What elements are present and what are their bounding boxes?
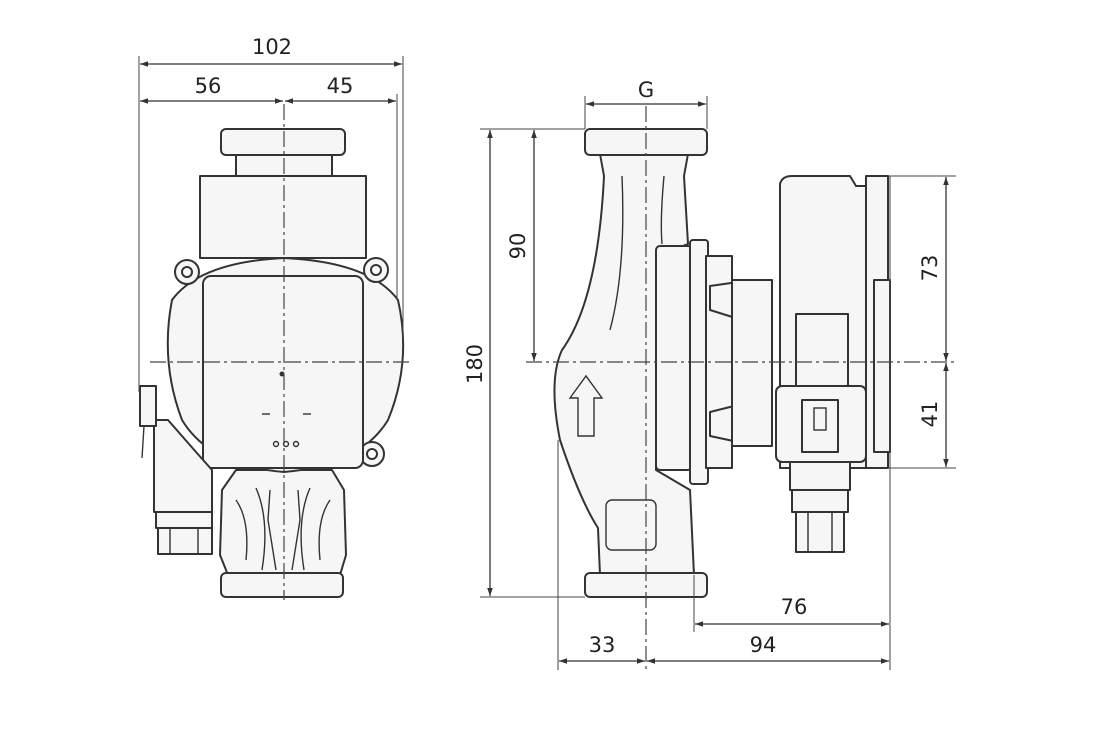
- front-panel-dot-3: [292, 440, 300, 448]
- front-cable-box: [153, 419, 213, 513]
- front-bottom-flange: [220, 572, 344, 598]
- front-body-rib-right: [300, 487, 331, 571]
- dim-label-overall-height: 180: [463, 344, 487, 384]
- side-body-arrow: [568, 374, 604, 437]
- side-gland-nut: [791, 489, 849, 513]
- dim-label-overall-depth: 94: [750, 633, 777, 657]
- front-lug-hole-top-right: [370, 264, 382, 276]
- dim-label-half-height: 90: [506, 233, 530, 260]
- front-gland-body: [157, 527, 213, 555]
- front-panel-dot-1: [272, 440, 280, 448]
- side-body-inner-curve: [609, 175, 665, 331]
- front-view: 102 56 45: [138, 35, 412, 600]
- side-housing-rib: [873, 279, 891, 453]
- front-body-center-rib: [267, 489, 301, 571]
- front-top-flange: [220, 128, 346, 156]
- dim-label-lower-height: 41: [918, 401, 942, 428]
- front-panel-led: [279, 371, 285, 377]
- side-view: G 180 90 73 41 76 33 94: [463, 78, 956, 670]
- front-body-rib-left: [235, 487, 266, 571]
- front-upper-housing: [199, 175, 367, 259]
- side-stator-flange: [655, 245, 693, 471]
- side-motor-neck: [731, 279, 773, 447]
- side-connector-latch: [813, 407, 827, 431]
- dim-label-right-half: 45: [327, 74, 354, 98]
- front-clip: [139, 385, 157, 427]
- dim-label-left-half: 56: [195, 74, 222, 98]
- side-cable-neck: [789, 461, 851, 491]
- front-gland-nut: [155, 511, 213, 529]
- dim-label-connection: G: [638, 78, 654, 102]
- dim-label-head-depth: 76: [781, 595, 808, 619]
- side-gland-body: [795, 511, 845, 553]
- front-clip-wire: [141, 425, 145, 459]
- side-pump-body: [553, 153, 695, 576]
- side-terminal-block: [795, 313, 849, 387]
- front-lug-hole-bottom-right: [366, 448, 378, 460]
- dim-label-upper-height: 73: [918, 255, 942, 282]
- front-lug-hole-top-left: [181, 266, 193, 278]
- dim-label-overall-width: 102: [252, 35, 292, 59]
- front-pump-body: [219, 469, 347, 576]
- dim-label-inlet-offset: 33: [589, 633, 616, 657]
- side-body-window: [605, 499, 657, 551]
